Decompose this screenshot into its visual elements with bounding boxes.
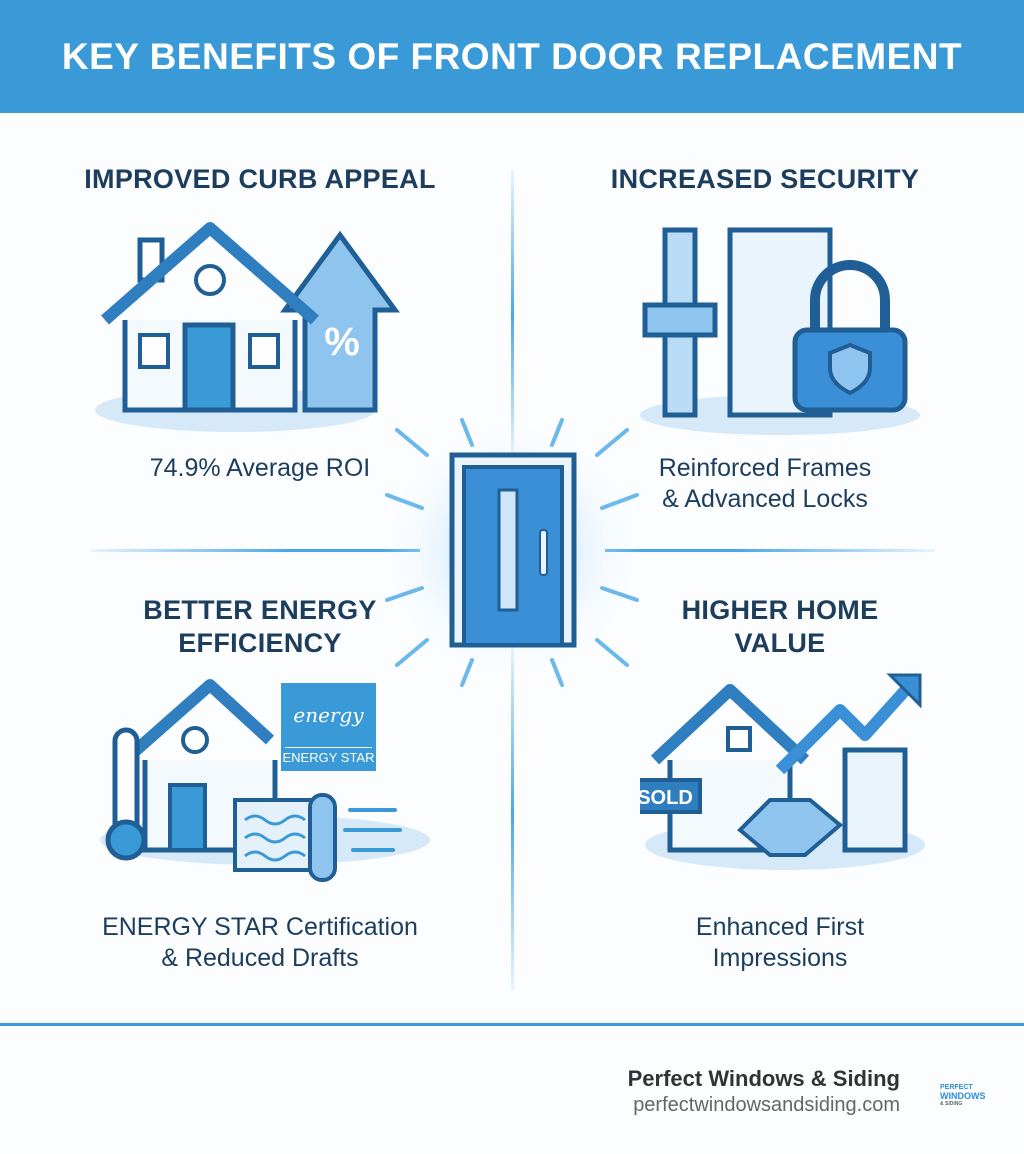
text-line: Enhanced First xyxy=(695,913,865,941)
security-title: INCREASED SECURITY xyxy=(610,164,920,194)
divider-vertical-bottom xyxy=(511,640,514,990)
title-line: BETTER ENERGY xyxy=(143,595,377,625)
title-line: VALUE xyxy=(734,628,826,658)
title-line: HIGHER HOME xyxy=(681,595,879,625)
text-line: & Reduced Drafts xyxy=(161,944,359,972)
sold-sign-handshake-icon: SOLD xyxy=(640,673,925,870)
security-text-line: Reinforced Frames xyxy=(658,454,872,482)
glowing-front-door-icon xyxy=(382,418,642,687)
home-value-text: Enhanced First Impressions xyxy=(560,912,1000,974)
house-with-percent-arrow-icon: % xyxy=(95,222,400,432)
footer-divider xyxy=(0,1023,1024,1026)
footer-brand: Perfect Windows & Siding perfectwindowsa… xyxy=(628,1066,900,1117)
percent-badge: % xyxy=(324,320,360,364)
curb-appeal-title: IMPROVED CURB APPEAL xyxy=(84,164,436,194)
energy-star-badge: energy ENERGY STAR xyxy=(281,683,376,771)
company-name: Perfect Windows & Siding xyxy=(627,1066,900,1091)
curb-appeal-text: 74.9% Average ROI xyxy=(149,454,371,482)
company-url[interactable]: perfectwindowsandsiding.com xyxy=(633,1094,900,1116)
energy-efficiency-title: BETTER ENERGY EFFICIENCY xyxy=(40,594,480,660)
security-text: Reinforced Frames & Advanced Locks xyxy=(545,453,985,515)
divider-horizontal-right xyxy=(605,549,935,552)
header-banner: KEY BENEFITS OF FRONT DOOR REPLACEMENT xyxy=(0,0,1024,113)
divider-horizontal-left xyxy=(90,549,420,552)
text-line: Impressions xyxy=(712,944,848,972)
security-text-line: & Advanced Locks xyxy=(662,485,868,513)
energy-star-script: energy xyxy=(293,703,364,727)
energy-star-label: ENERGY STAR xyxy=(282,750,375,765)
sold-sign-label: SOLD xyxy=(640,787,693,809)
house-thermometer-insulation-icon xyxy=(100,679,430,882)
page-title: KEY BENEFITS OF FRONT DOOR REPLACEMENT xyxy=(61,35,963,77)
text-line: ENERGY STAR Certification xyxy=(102,913,418,941)
company-logo: PERFECT WINDOWS & SIDING xyxy=(940,1084,986,1107)
divider-vertical-top xyxy=(511,170,514,460)
door-with-padlock-icon xyxy=(640,227,920,435)
title-line: EFFICIENCY xyxy=(178,628,342,658)
home-value-title: HIGHER HOME VALUE xyxy=(570,594,990,660)
energy-efficiency-text: ENERGY STAR Certification & Reduced Draf… xyxy=(30,912,490,974)
